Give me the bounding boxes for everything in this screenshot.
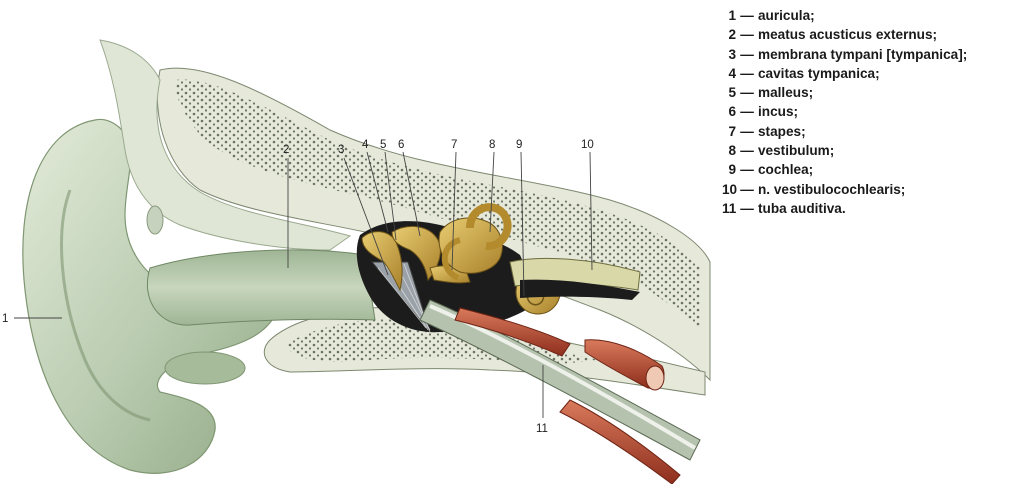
legend-num: 1 xyxy=(722,6,736,25)
legend-dash: — xyxy=(736,141,758,160)
legend-num: 10 xyxy=(722,180,736,199)
callout-5: 5 xyxy=(380,139,386,151)
legend-text: meatus acusticus externus; xyxy=(758,27,937,42)
legend-text: tuba auditiva. xyxy=(758,201,846,216)
legend-num: 6 xyxy=(722,102,736,121)
legend-num: 2 xyxy=(722,25,736,44)
legend-dash: — xyxy=(736,122,758,141)
legend-item-2: 2—meatus acusticus externus; xyxy=(722,25,967,44)
legend-item-10: 10—n. vestibulocochlearis; xyxy=(722,180,967,199)
callout-7: 7 xyxy=(451,139,457,151)
legend-item-4: 4—cavitas tympanica; xyxy=(722,64,967,83)
legend-text: cavitas tympanica; xyxy=(758,66,880,81)
callout-1: 1 xyxy=(2,313,8,325)
callout-11: 11 xyxy=(536,423,548,435)
legend-num: 3 xyxy=(722,45,736,64)
legend-item-6: 6—incus; xyxy=(722,102,967,121)
legend-item-3: 3—membrana tympani [tympanica]; xyxy=(722,45,967,64)
callout-10: 10 xyxy=(581,139,594,151)
legend-item-7: 7—stapes; xyxy=(722,122,967,141)
legend-item-9: 9—cochlea; xyxy=(722,160,967,179)
legend-item-1: 1—auricula; xyxy=(722,6,967,25)
callout-4: 4 xyxy=(362,139,369,151)
legend-num: 8 xyxy=(722,141,736,160)
legend-dash: — xyxy=(736,102,758,121)
legend: 1—auricula; 2—meatus acusticus externus;… xyxy=(722,6,967,218)
legend-text: vestibulum; xyxy=(758,143,834,158)
legend-dash: — xyxy=(736,160,758,179)
legend-item-8: 8—vestibulum; xyxy=(722,141,967,160)
legend-dash: — xyxy=(736,6,758,25)
ear-canal xyxy=(147,250,375,325)
callout-2: 2 xyxy=(283,144,289,156)
legend-num: 7 xyxy=(722,122,736,141)
legend-dash: — xyxy=(736,64,758,83)
legend-text: cochlea; xyxy=(758,162,813,177)
legend-text: incus; xyxy=(758,104,798,119)
legend-text: auricula; xyxy=(758,8,815,23)
small-bone-cell xyxy=(147,206,163,234)
artery-lumen xyxy=(646,366,664,390)
legend-text: malleus; xyxy=(758,85,813,100)
legend-dash: — xyxy=(736,180,758,199)
legend-dash: — xyxy=(736,199,758,218)
legend-dash: — xyxy=(736,83,758,102)
callout-9: 9 xyxy=(516,139,522,151)
legend-item-11: 11—tuba auditiva. xyxy=(722,199,967,218)
callout-8: 8 xyxy=(489,139,495,151)
legend-item-5: 5—malleus; xyxy=(722,83,967,102)
legend-text: membrana tympani [tympanica]; xyxy=(758,47,967,62)
legend-num: 5 xyxy=(722,83,736,102)
callout-3: 3 xyxy=(338,144,344,156)
legend-dash: — xyxy=(736,45,758,64)
legend-dash: — xyxy=(736,25,758,44)
legend-num: 11 xyxy=(722,199,736,218)
legend-text: n. vestibulocochlearis; xyxy=(758,182,905,197)
legend-num: 4 xyxy=(722,64,736,83)
legend-text: stapes; xyxy=(758,124,806,139)
concha xyxy=(165,352,245,384)
callout-6: 6 xyxy=(398,139,404,151)
legend-num: 9 xyxy=(722,160,736,179)
